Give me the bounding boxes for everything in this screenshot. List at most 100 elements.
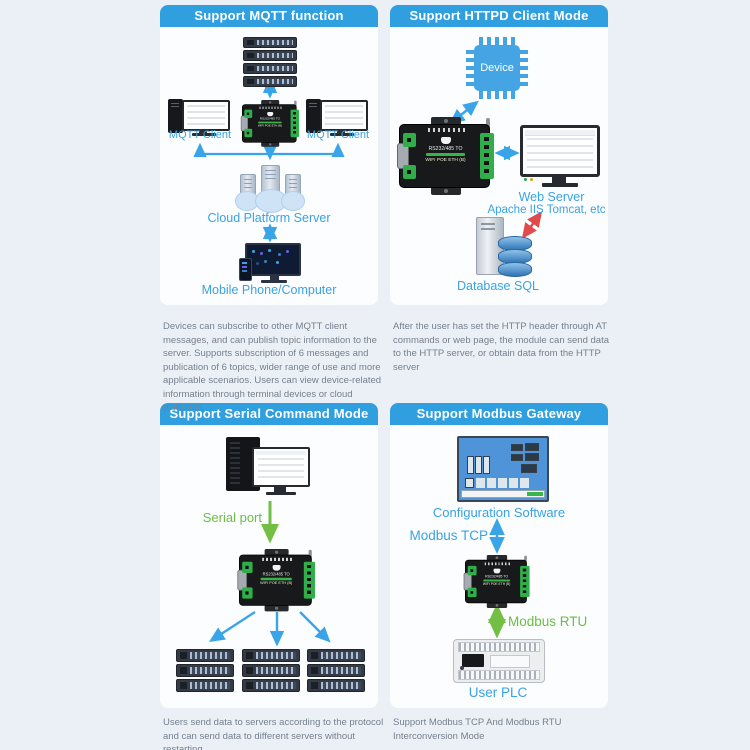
chip-device-label: Device [480, 62, 514, 74]
rack-row [242, 649, 300, 662]
user-plc-label: User PLC [468, 685, 528, 700]
database-label: Database SQL [457, 279, 539, 293]
cloud-platform-icon [235, 161, 305, 213]
monitor-base [261, 280, 287, 283]
rack-row [307, 649, 365, 662]
web-page-rows [527, 138, 593, 171]
device-model-line2: WIFI POE ETH (B) [482, 582, 511, 586]
mobile-phone-computer-icon [239, 243, 301, 283]
terminal-block [403, 165, 416, 179]
device-accent-bar [426, 153, 465, 156]
computer-tower [306, 99, 321, 133]
mount-tab [264, 605, 289, 612]
mount-tab [431, 117, 461, 125]
waveshare-logo-icon [440, 137, 451, 144]
database-cylinders [498, 236, 532, 277]
waveshare-logo-icon [272, 565, 281, 571]
monitor-base [330, 133, 354, 136]
panel-serial: Support Serial Command Mode Serial port [160, 403, 378, 708]
monitor-base [192, 133, 216, 136]
terminal-block [242, 561, 253, 573]
rack-row [243, 63, 297, 74]
serial-description: Users send data to servers according to … [163, 717, 384, 750]
configuration-software-label: Configuration Software [432, 505, 566, 520]
httpd-description: After the user has set the HTTP header t… [393, 321, 609, 373]
device-model-line2: WIFI POE ETH (B) [260, 581, 293, 586]
device-accent-bar [260, 577, 292, 581]
antenna-icon [524, 555, 527, 564]
control-widget [521, 464, 537, 473]
pin-header [428, 128, 466, 132]
plc-display [462, 654, 484, 667]
pin-header [262, 557, 293, 561]
slider-control [475, 456, 482, 474]
rack-server-icon [176, 649, 234, 692]
mqtt-client-computer-icon [306, 97, 370, 137]
monitor-stand [552, 177, 566, 183]
plc-panel [490, 655, 530, 668]
desktop-computer-icon [224, 437, 310, 497]
monitor-stand [337, 129, 345, 133]
serial-server-device-icon: RS232/485 TO WIFI POE ETH (B) [237, 549, 315, 612]
mobile-computer-label: Mobile Phone/Computer [201, 283, 337, 297]
control-widget [525, 453, 539, 461]
mqtt-description: Devices can subscribe to other MQTT clie… [163, 321, 382, 413]
chip-icon: Device [466, 37, 528, 99]
terminal-strip [458, 670, 540, 680]
computer-monitor [252, 447, 310, 487]
rack-row [243, 76, 297, 87]
device-model-line1: RS232/485 TO [259, 117, 281, 121]
modbus-rtu-label: Modbus RTU [508, 614, 588, 629]
computer-monitor [320, 100, 368, 131]
panel-serial-title: Support Serial Command Mode [160, 403, 378, 425]
control-widget [525, 443, 539, 451]
mount-tab [264, 549, 289, 556]
dashboard-screen [245, 243, 301, 276]
device-body: RS232/485 TO WIFI POE ETH (B) [463, 559, 530, 604]
rack-row [242, 679, 300, 692]
control-widget [511, 454, 523, 461]
cloud-platform-label: Cloud Platform Server [207, 211, 331, 225]
antenna-icon [294, 100, 297, 108]
slider-control [467, 456, 474, 474]
serial-server-device-icon: RS232/485 TO WIFI POE ETH (B) [240, 100, 299, 147]
mount-tab [486, 555, 508, 561]
device-body: RS232/485 TO WIFI POE ETH (B) [237, 554, 315, 606]
monitor-base [266, 492, 296, 495]
mqtt-client-left-label: MQTT Client [168, 129, 232, 141]
monitor-stand [270, 276, 279, 280]
chip-pins [520, 50, 528, 86]
device-model-line2: WIFI POE ETH (B) [425, 157, 466, 163]
device-accent-bar [258, 121, 282, 124]
serial-port-label: Serial port [202, 510, 262, 525]
mount-tab [261, 100, 280, 105]
web-server-monitor-icon [520, 125, 600, 189]
web-server-label: Web Server [518, 190, 585, 204]
monitor-base [542, 183, 578, 187]
chip-pins [479, 91, 515, 99]
pin-header [259, 106, 283, 109]
plc-icon [453, 639, 545, 683]
database-cylinder [498, 262, 532, 277]
configuration-software-icon [457, 436, 549, 502]
modbus-tcp-label: Modbus TCP [409, 528, 488, 543]
terminal-block [467, 587, 477, 598]
rack-server-icon [307, 649, 365, 692]
chip-pins [466, 50, 474, 86]
device-label: RS232/485 TO WIFI POE ETH (B) [255, 112, 286, 128]
rack-row [242, 664, 300, 677]
control-widget [511, 444, 523, 451]
plc-port [460, 666, 464, 670]
serial-server-device-icon: RS232/485 TO WIFI POE ETH (B) [463, 555, 530, 609]
device-model-line1: RS232/485 TO [485, 575, 509, 579]
serial-server-device-icon: RS232/485 TO WIFI POE ETH (B) [397, 117, 494, 195]
terminal-block [244, 128, 253, 138]
mqtt-client-computer-icon [168, 97, 232, 137]
monitor-stand [199, 129, 207, 133]
panel-modbus-title: Support Modbus Gateway [390, 403, 608, 425]
terminal-block [244, 109, 253, 118]
rack-row [307, 664, 365, 677]
device-model-line2: WIFI POE ETH (B) [257, 124, 282, 128]
monitor-stand [274, 487, 286, 492]
panel-modbus-diagram: Configuration Software Modbus TCP RS232/… [390, 425, 608, 708]
